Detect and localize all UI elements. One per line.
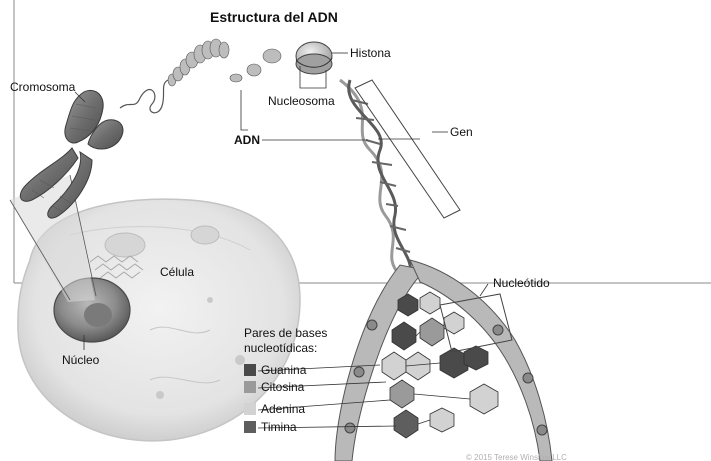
label-nucleosoma: Nucleosoma [268,94,335,108]
legend-swatch-citosina [244,381,256,393]
label-cromosoma: Cromosoma [10,80,75,94]
label-histona: Histona [350,46,391,60]
label-adn: ADN [234,133,260,147]
legend-swatch-timina [244,421,256,433]
legend-label-adenina: Adenina [261,402,305,416]
legend-swatch-adenina [244,403,256,415]
nucleosome [296,42,332,74]
dna-close-up [335,260,552,461]
legend-swatch-guanina [244,364,256,376]
label-nucleo: Núcleo [62,353,99,367]
copyright-notice: © 2015 Terese Winslow LLC [466,451,567,461]
dna-double-helix [340,80,411,275]
label-nucleotido: Nucleótido [493,276,550,290]
diagram-title: Estructura del ADN [210,10,338,24]
supercoiled-fiber [168,39,281,86]
label-celula: Célula [160,265,194,279]
legend-label-guanina: Guanina [261,363,306,377]
label-gen: Gen [450,125,473,139]
chromatin-coil [120,80,168,113]
legend-label-timina: Timina [261,420,297,434]
legend-label-citosina: Citosina [261,380,304,394]
legend-title: Pares de bases nucleotídicas: [244,326,354,356]
